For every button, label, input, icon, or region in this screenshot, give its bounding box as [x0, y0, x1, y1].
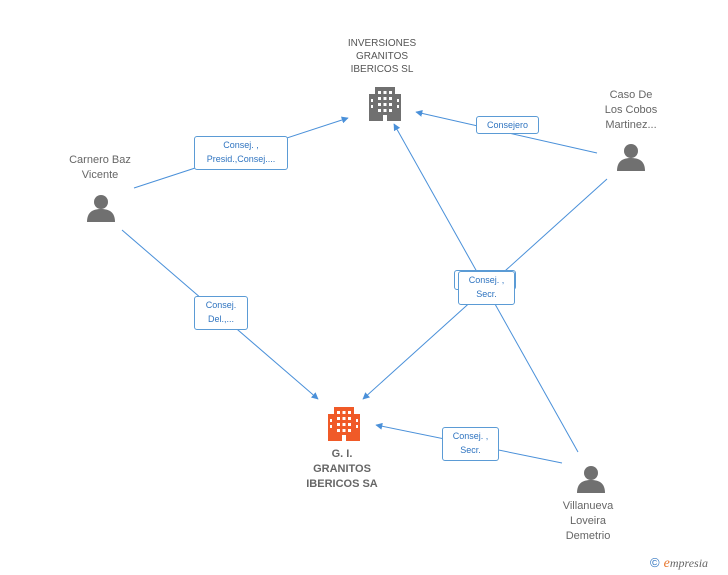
- company-label-granitos[interactable]: G. I. GRANITOS IBERICOS SA: [306, 448, 378, 490]
- empresia-logo[interactable]: ©empresia: [650, 555, 708, 572]
- brand-name: mpresia: [669, 556, 709, 570]
- edge-label-caso-inversiones[interactable]: Consejero: [476, 116, 539, 134]
- edge-label-line: Consej. ,: [223, 140, 259, 150]
- company-label-inversiones[interactable]: INVERSIONES GRANITOS IBERICOS SL: [347, 38, 417, 75]
- edge-label-line: Consej. ,: [468, 275, 505, 285]
- edge-label-line: Consej. ,: [452, 431, 489, 441]
- edge-label-caso-center[interactable]: Consej. , Secr.: [458, 271, 515, 305]
- person-icon[interactable]: [87, 195, 115, 222]
- building-icon[interactable]: [369, 87, 401, 121]
- edge-label-villanueva-granitos[interactable]: Consej. , Secr.: [442, 427, 499, 461]
- person-icon[interactable]: [577, 466, 605, 493]
- edge-label-line: Secr.: [476, 289, 497, 299]
- edge-label-line: Presid.,Consej....: [206, 154, 276, 164]
- edge-label-carnero-granitos[interactable]: Consej. Del.,...: [194, 296, 248, 330]
- person-label-caso[interactable]: Caso De Los Cobos Martinez...: [604, 89, 658, 131]
- copyright-icon: ©: [650, 555, 660, 570]
- person-label-villanueva[interactable]: Villanueva Loveira Demetrio: [562, 500, 614, 542]
- edge-label-line: Consejero: [486, 120, 529, 130]
- brand-first-letter: e: [663, 556, 670, 571]
- person-icon[interactable]: [617, 144, 645, 171]
- edge-label-carnero-inversiones[interactable]: Consej. , Presid.,Consej....: [194, 136, 288, 170]
- building-main-icon[interactable]: [328, 407, 360, 441]
- person-label-carnero[interactable]: Carnero Baz Vicente: [69, 154, 131, 181]
- edge-label-line: Secr.: [460, 445, 481, 455]
- edge-label-line: Del.,...: [207, 314, 234, 324]
- edge-label-line: Consej.: [205, 300, 237, 310]
